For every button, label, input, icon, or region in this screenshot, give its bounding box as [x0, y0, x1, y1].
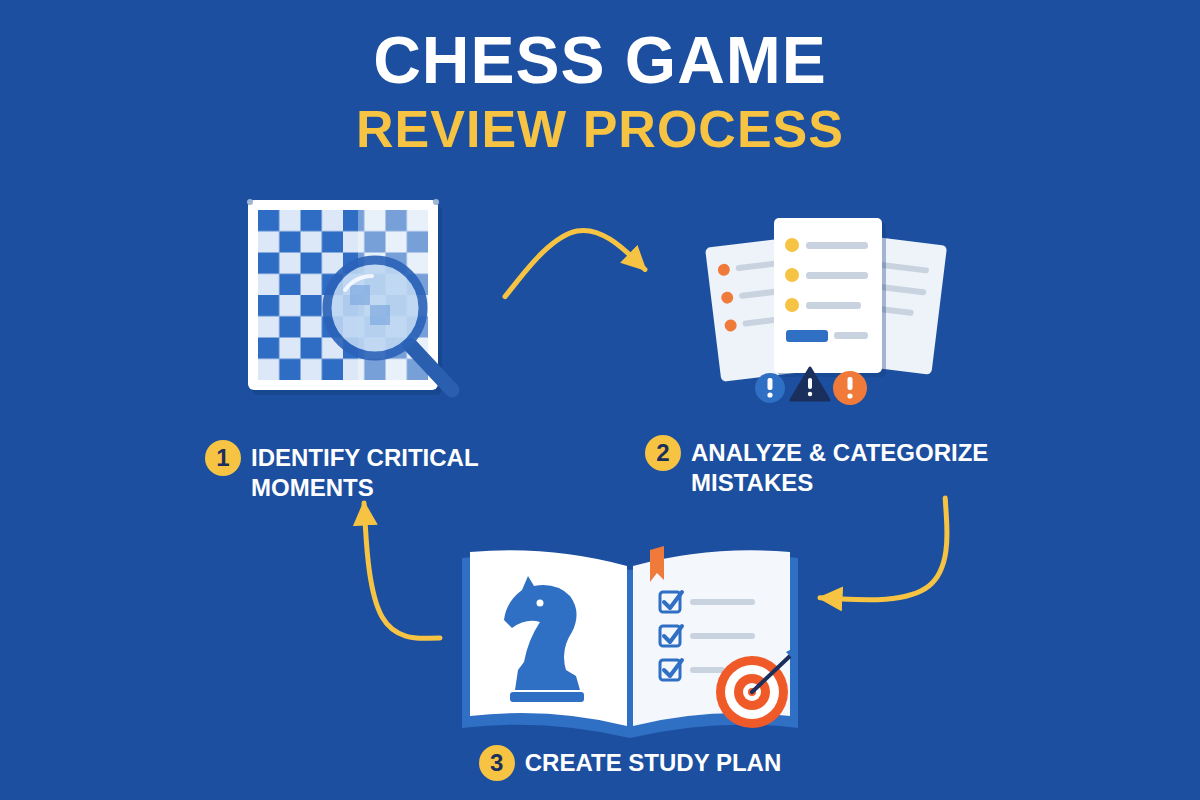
process-step: 3 CREATE STUDY PLAN — [440, 530, 820, 781]
step-label: CREATE STUDY PLAN — [525, 745, 781, 778]
title-block: CHESS GAMEREVIEW PROCESS — [0, 22, 1200, 160]
step-label-row: 3 CREATE STUDY PLAN — [440, 745, 820, 781]
subtitle: REVIEW PROCESS — [0, 98, 1200, 160]
cycle-arrow — [820, 498, 947, 600]
step-label: ANALYZE & CATEGORIZE MISTAKES — [691, 435, 1025, 498]
process-step: 2 ANALYZE & CATEGORIZE MISTAKES — [645, 205, 1025, 498]
chessboard-illustration — [247, 199, 452, 395]
step-number: 3 — [479, 745, 515, 781]
book-illustration — [462, 546, 798, 738]
step-label-row: 2 ANALYZE & CATEGORIZE MISTAKES — [645, 435, 1025, 498]
step-number: 2 — [645, 435, 681, 471]
cycle-arrow — [364, 503, 440, 638]
documents-illustration — [705, 218, 947, 405]
step-number: 1 — [205, 440, 241, 476]
title: CHESS GAME — [0, 22, 1200, 98]
process-step: 1 IDENTIFY CRITICAL MOMENTS — [205, 195, 505, 503]
step-label: IDENTIFY CRITICAL MOMENTS — [251, 440, 505, 503]
cycle-arrow — [505, 230, 645, 296]
step-label-row: 1 IDENTIFY CRITICAL MOMENTS — [205, 440, 505, 503]
